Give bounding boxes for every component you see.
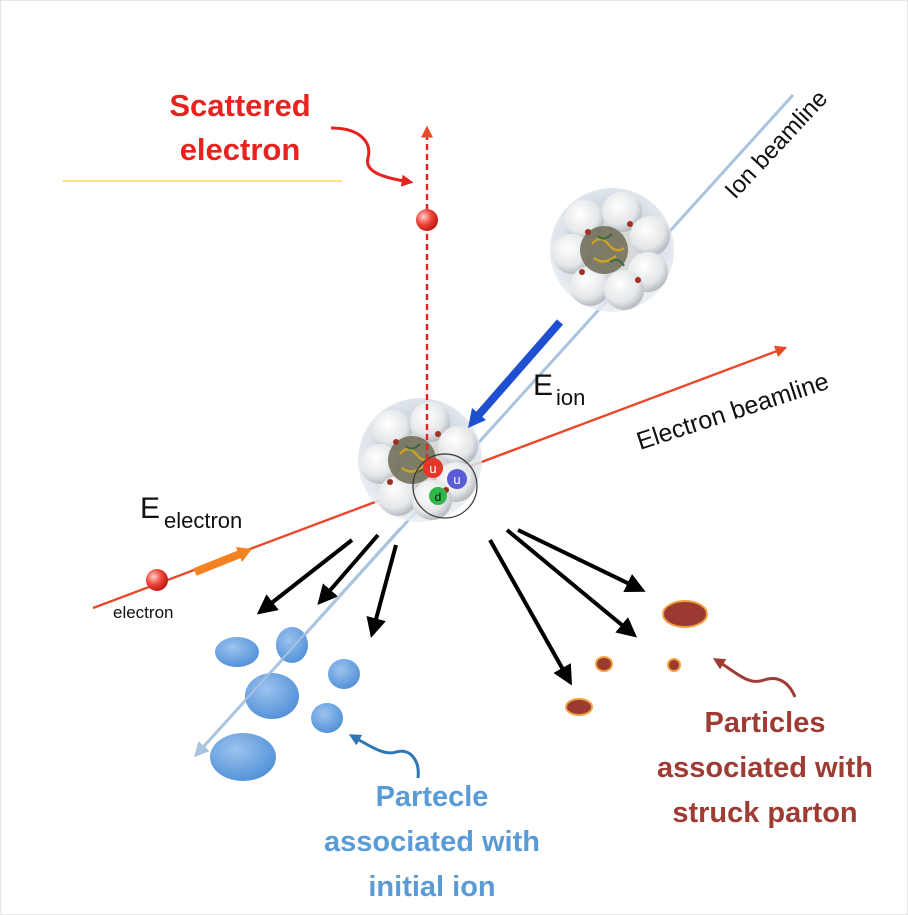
ion-particle <box>210 733 276 781</box>
parton-particles <box>565 600 708 716</box>
quark-d-icon: d <box>429 487 447 505</box>
parton-particles-label-3: struck parton <box>672 797 857 829</box>
quark-u1-icon: u <box>423 458 443 478</box>
e-electron-main: E <box>140 492 160 525</box>
parton-particle <box>595 656 613 672</box>
e-ion-arrow <box>472 319 564 421</box>
e-electron-arrowhead <box>236 547 252 562</box>
ion-particle <box>215 637 259 667</box>
arrow-ion-2 <box>317 533 380 606</box>
ion-nucleus-icon <box>548 186 676 314</box>
ion-particle <box>276 627 308 663</box>
parton-particles-label-1: Particles <box>705 707 826 739</box>
e-ion-label: E ion <box>533 369 585 410</box>
ion-particle <box>328 659 360 689</box>
quark-u1-label: u <box>429 461 436 476</box>
e-electron-arrow <box>193 550 242 576</box>
incoming-electron-icon <box>146 569 168 591</box>
scattered-electron-icon <box>416 209 438 231</box>
parton-particle <box>662 600 708 628</box>
e-ion-sub: ion <box>556 385 585 410</box>
quark-u2-label: u <box>453 472 460 487</box>
ion-beamline-front <box>195 527 401 756</box>
scattered-label-1: Scattered <box>169 88 310 123</box>
ion-particles-label-2: associated with <box>324 826 540 858</box>
parton-pointer-arrow <box>712 658 797 698</box>
arrow-parton-2 <box>505 528 638 638</box>
nucleon-outline <box>412 453 478 519</box>
electron-label: electron <box>113 603 173 622</box>
e-ion-arrowhead <box>468 408 486 428</box>
scattered-pointer-arrow <box>330 126 414 187</box>
arrow-ion-3 <box>366 544 398 638</box>
ion-pointer-arrow <box>348 734 420 779</box>
ion-particles-label-1: Partecle <box>376 781 489 813</box>
parton-particle <box>667 658 681 672</box>
electron-beamline-label: Electron beamline <box>633 367 832 455</box>
ion-particles <box>210 627 360 781</box>
arrow-ion-1 <box>256 538 354 615</box>
ion-particle <box>311 703 343 733</box>
e-electron-label: E electron <box>140 492 242 533</box>
arrow-parton-1 <box>488 539 572 686</box>
e-electron-sub: electron <box>164 508 242 533</box>
scattered-label-2: electron <box>180 132 301 167</box>
arrow-parton-3 <box>517 528 646 593</box>
outgoing-arrows <box>256 528 646 686</box>
quark-d-label: d <box>435 490 442 504</box>
quark-u2-icon: u <box>447 469 467 489</box>
parton-particles-label-2: associated with <box>657 752 873 784</box>
parton-particle <box>565 698 593 716</box>
ion-beamline-label: Ion beamline <box>720 85 833 204</box>
ion-particle <box>245 673 299 719</box>
ion-particles-label-3: initial ion <box>368 871 495 903</box>
e-ion-main: E <box>533 369 553 402</box>
